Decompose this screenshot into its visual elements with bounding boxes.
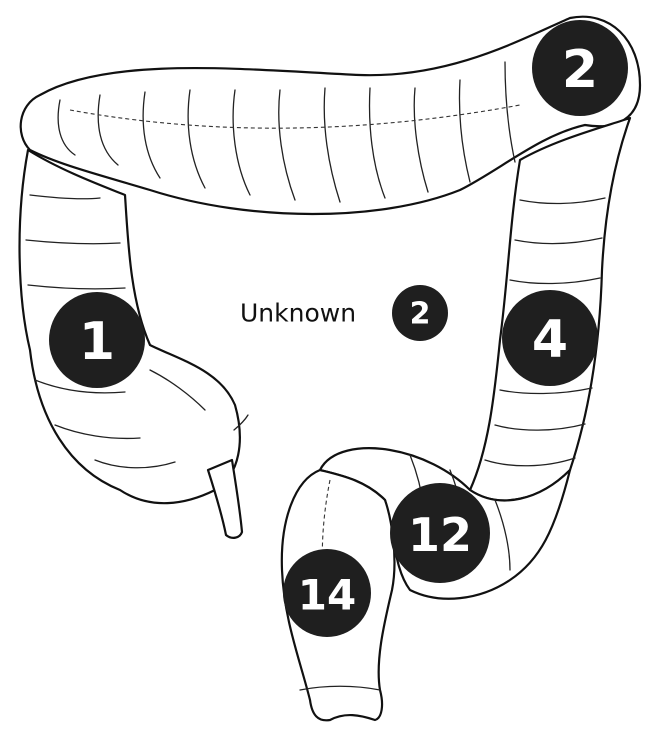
svg-text:2: 2 bbox=[562, 40, 598, 100]
badge-descending-colon: 4 bbox=[502, 290, 598, 386]
svg-text:4: 4 bbox=[532, 310, 568, 370]
svg-text:12: 12 bbox=[408, 508, 472, 562]
svg-text:14: 14 bbox=[298, 571, 356, 620]
svg-text:1: 1 bbox=[79, 312, 115, 372]
legend-label: Unknown bbox=[240, 299, 356, 328]
badge-hepatic-flexure: 2 bbox=[532, 20, 628, 116]
svg-text:2: 2 bbox=[410, 297, 431, 332]
badge-rectum: 14 bbox=[283, 549, 371, 637]
badge-sigmoid-colon: 12 bbox=[390, 483, 490, 583]
appendix bbox=[208, 460, 242, 538]
legend-count-badge: 2 bbox=[392, 285, 448, 341]
badge-ascending-colon: 1 bbox=[49, 292, 145, 388]
